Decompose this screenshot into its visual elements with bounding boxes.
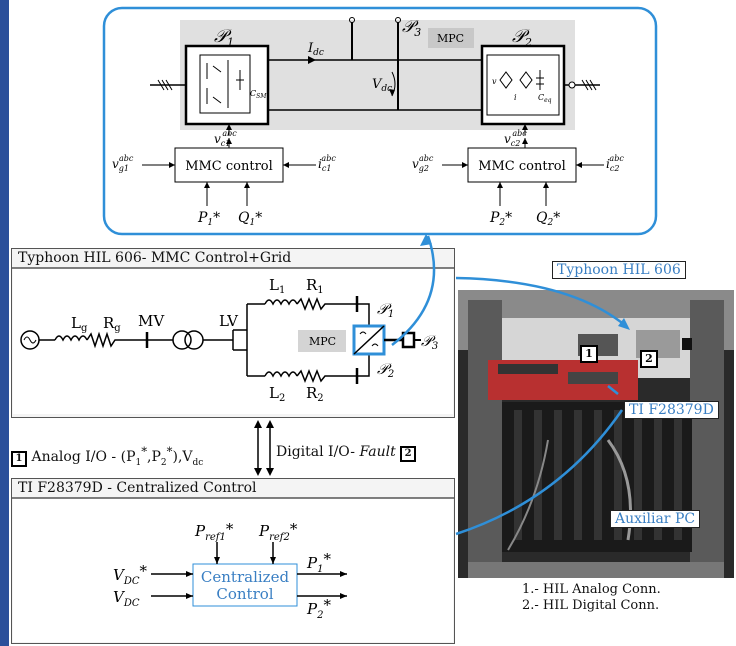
l2-label: L2	[269, 384, 285, 404]
centralized-label-1: Centralized	[201, 568, 290, 586]
io-arrows	[254, 420, 274, 476]
converter-p2-box	[480, 44, 566, 126]
digital-io-label: Digital I/O- Fault 2	[276, 444, 417, 462]
photo-badge-2: 2	[640, 350, 658, 368]
label-typhoon-hil: Typhoon HIL 606	[552, 261, 686, 279]
lv-label: LV	[219, 312, 239, 330]
ceq-label: Ceq	[538, 93, 552, 104]
vg2-label: vg2abc	[412, 154, 434, 173]
top-mpc-label: MPC	[437, 32, 464, 45]
l1-label: L1	[269, 276, 285, 296]
q2-ref-label: Q2*	[536, 210, 560, 228]
mpc-block-hil	[298, 330, 346, 352]
left-accent-bar	[0, 0, 9, 646]
analog-io-label: Analog I/O - (P1*,P2*),Vdc	[31, 444, 204, 468]
hil-mpc-label: MPC	[309, 335, 336, 348]
badge-digital: 2	[400, 446, 417, 462]
p2-equivalent	[486, 54, 560, 116]
vdc-top-label: Vdc	[372, 77, 392, 94]
mmc-system-diagram: 𝒫1 𝒫2 𝒫3 MPC Idc Vdc CSM Ceq v i vc1abc …	[102, 6, 658, 236]
mmc-control-left-label: MMC control	[185, 159, 273, 174]
ti-panel-title: TI F28379D - Centralized Control	[18, 480, 257, 496]
label-ti-board: TI F28379D	[624, 401, 719, 419]
note-digital: 2.- HIL Digital Conn.	[522, 598, 660, 613]
p2-out-label: P2*	[306, 596, 331, 621]
p2-ref-label: P2*	[489, 210, 512, 228]
pref1-label: Pref1*	[194, 520, 234, 543]
idc-label: Idc	[307, 41, 324, 58]
mpc-block-top	[428, 28, 474, 48]
csm-label: CSM	[250, 89, 267, 100]
mv-label: MV	[138, 312, 165, 330]
submodule-p1	[199, 54, 251, 114]
centralized-label-2: Control	[216, 585, 273, 603]
p1-ref-label: P1*	[197, 210, 220, 228]
vc2-label: vc2abc	[504, 129, 527, 148]
note-analog: 1.- HIL Analog Conn.	[522, 582, 661, 597]
label-auxiliar-pc: Auxiliar PC	[610, 510, 701, 528]
rg-label: Rg	[103, 314, 121, 334]
badge-analog: 1	[11, 450, 27, 467]
q1-ref-label: Q1*	[238, 210, 262, 228]
p1-out-label: P1*	[306, 550, 331, 575]
lg-label: Lg	[71, 314, 88, 334]
ic1-label: ic1abc	[318, 154, 336, 173]
r1-label: R1	[306, 276, 324, 296]
centralized-control-block	[192, 563, 298, 607]
r2-label: R2	[306, 384, 324, 404]
ic2-label: ic2abc	[606, 154, 624, 173]
io-legend: 1 Analog I/O - (P1*,P2*),Vdc Digital I/O…	[11, 444, 455, 467]
vc-label: v	[492, 77, 497, 86]
hil-grid-schematic: Lg Rg MV LV L1 R1 L2 R2 MPC 𝒫1 𝒫2 𝒫3	[11, 267, 455, 414]
hil-panel-title: Typhoon HIL 606- MMC Control+Grid	[18, 250, 292, 266]
vc1-label: vc1abc	[214, 129, 237, 148]
photo-badge-1: 1	[580, 345, 598, 363]
vdc-meas-label: VDC	[113, 588, 140, 609]
mmc-control-left-box	[174, 147, 284, 183]
ic-label: i	[514, 93, 517, 102]
hardware-photo	[458, 290, 734, 578]
mmc-control-right-label: MMC control	[478, 159, 566, 174]
pref2-label: Pref2*	[258, 520, 298, 543]
vdc-ref-label: VDC*	[113, 562, 148, 587]
vg1-label: vg1abc	[112, 154, 134, 173]
centralized-control-diagram: Centralized Control Pref1* Pref2* VDC* V…	[11, 497, 455, 642]
